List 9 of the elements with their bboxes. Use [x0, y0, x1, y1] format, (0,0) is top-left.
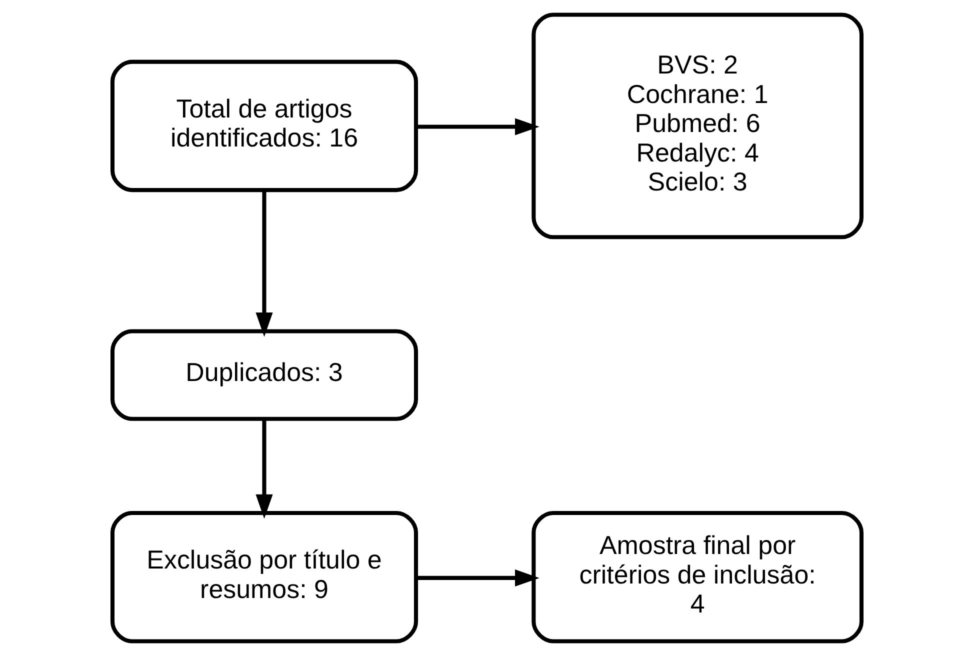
node-box: Exclusão por título e resumos: 9	[110, 511, 418, 644]
node-box: Total de artigos identificados: 16	[110, 60, 418, 192]
arrow	[255, 190, 272, 337]
node-box: BVS: 2 Cochrane: 1 Pubmed: 6 Redalyc: 4 Scielo: 3	[531, 12, 864, 240]
arrow	[416, 569, 539, 586]
node-box: Duplicados: 3	[110, 329, 418, 421]
node-box: Amostra final por critérios de inclusão: 4	[531, 511, 864, 644]
arrow	[416, 118, 539, 136]
arrow	[255, 418, 272, 519]
